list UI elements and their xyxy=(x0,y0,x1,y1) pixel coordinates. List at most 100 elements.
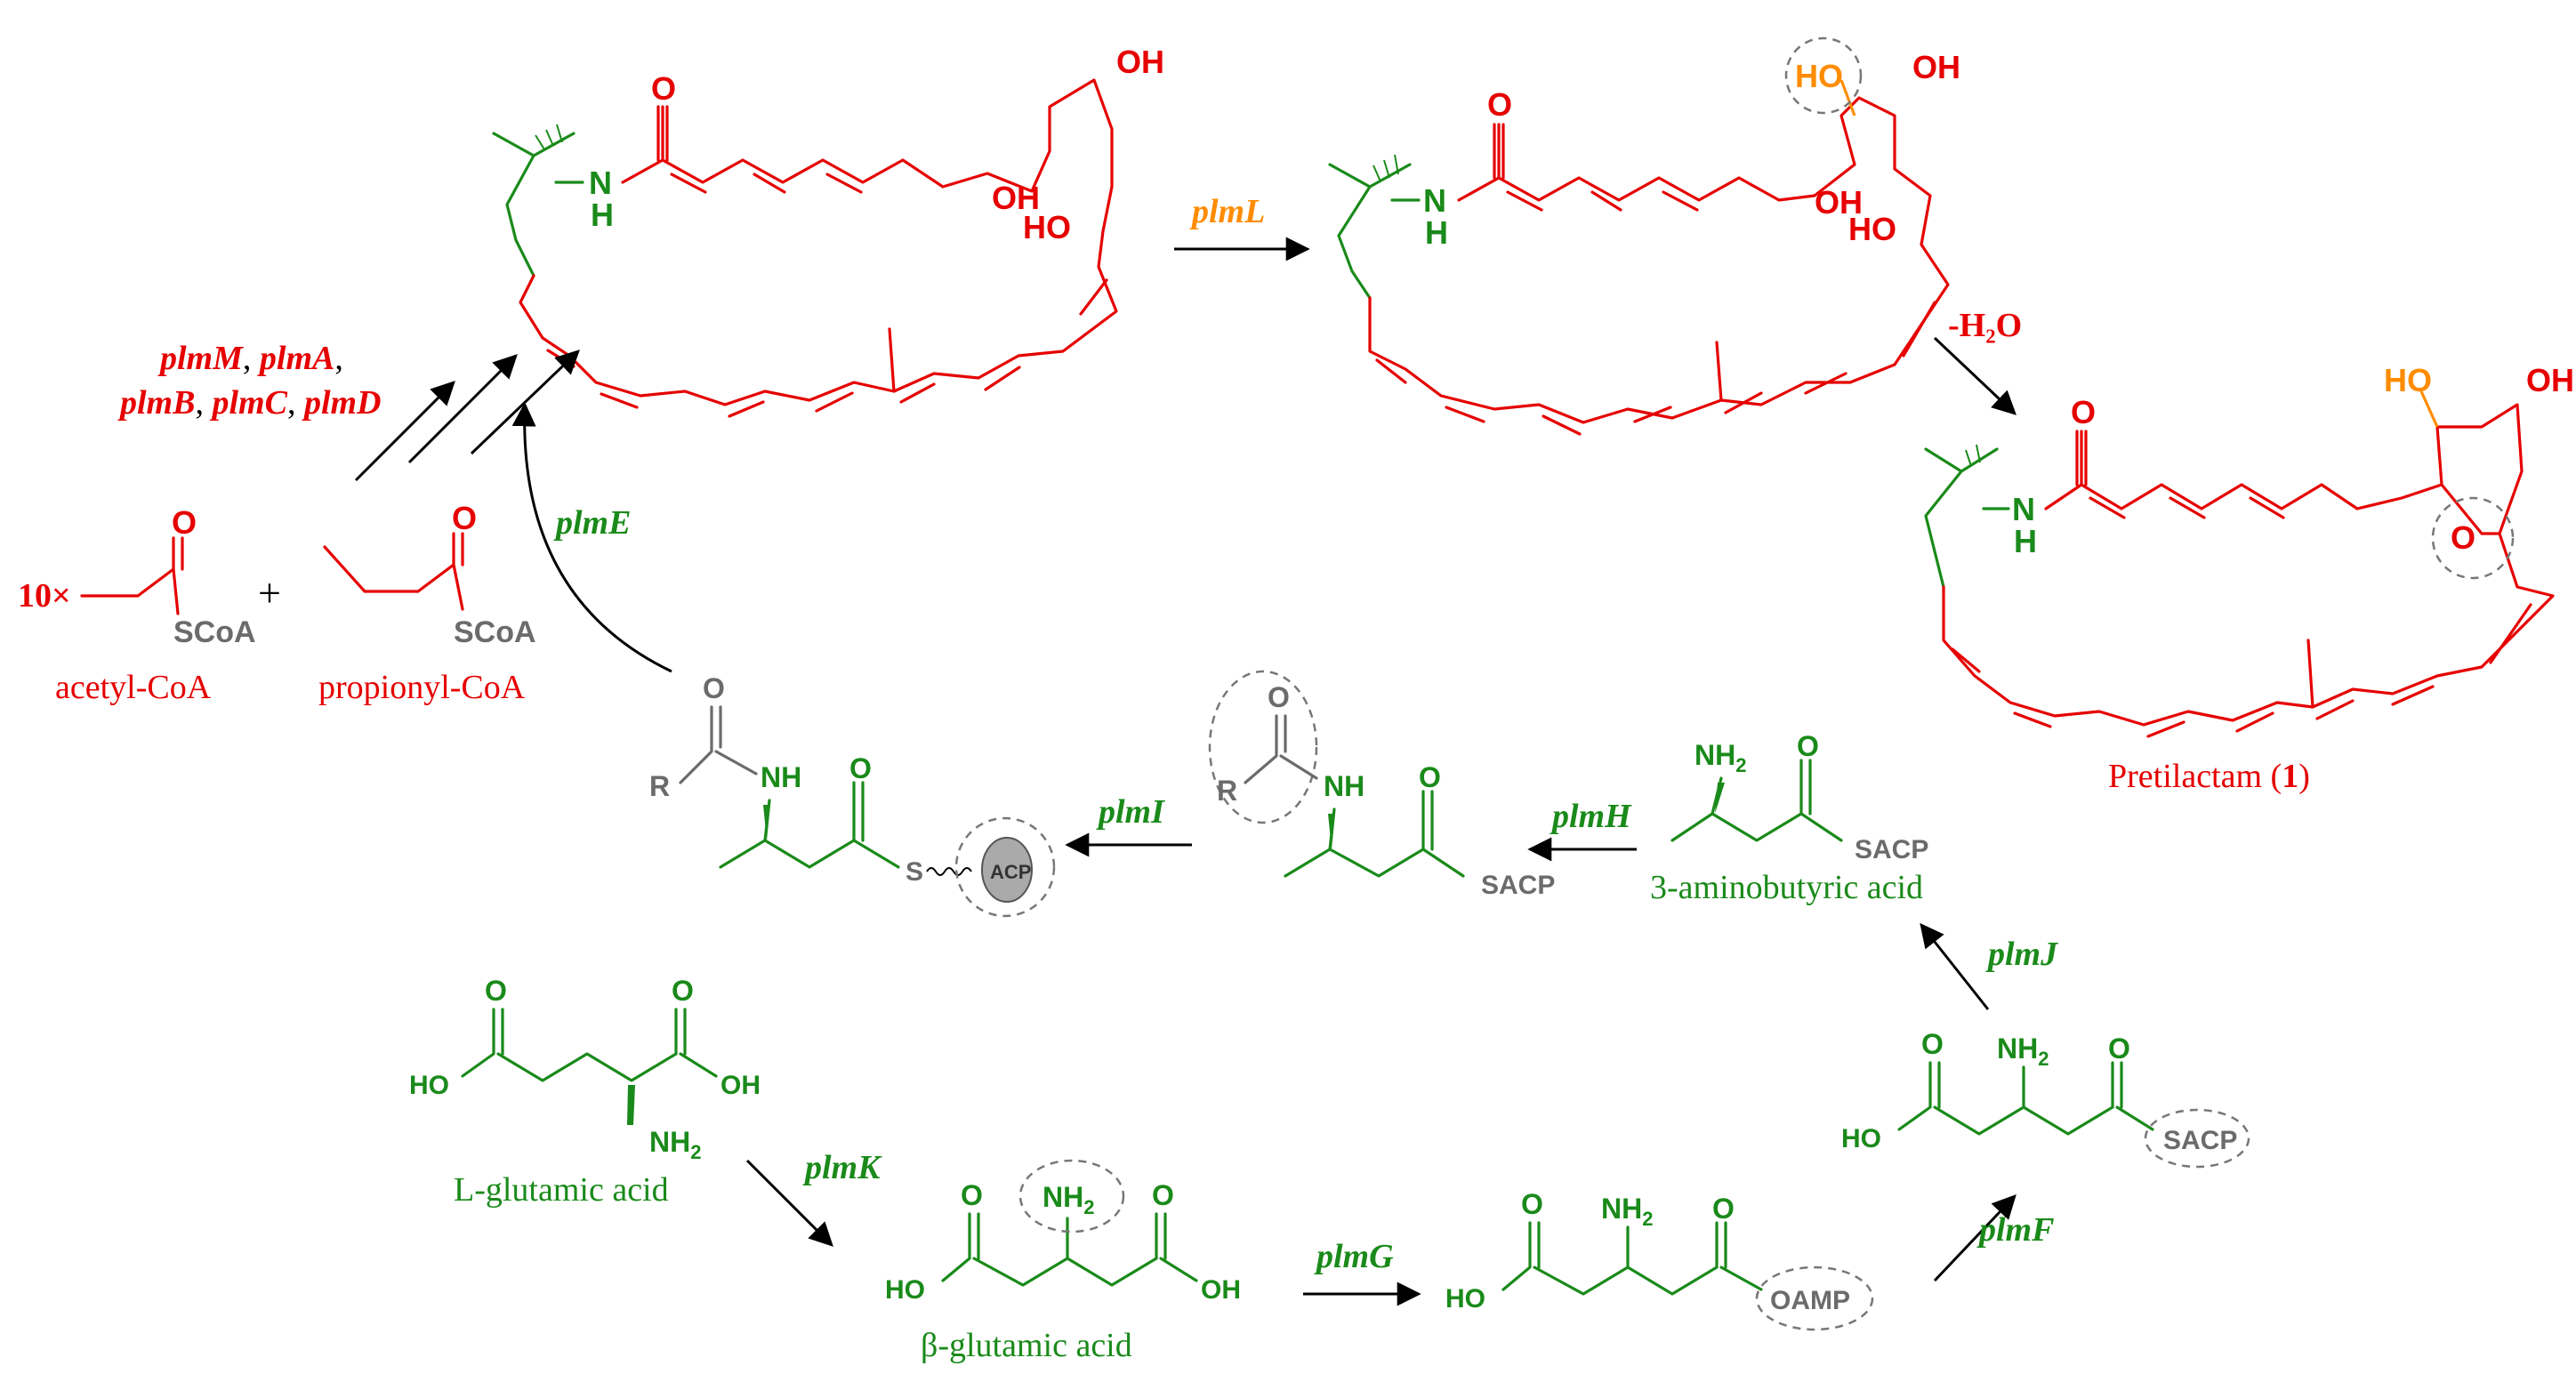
macrolactam-intermediate-1: N H O OH OH HO xyxy=(492,44,1164,418)
carbonyl-o-2: O xyxy=(1487,86,1512,123)
ho-lglu: HO xyxy=(409,1071,449,1100)
pretilactam-label: Pretilactam (1) xyxy=(2108,758,2310,795)
beta-glutamic-label: β-glutamic acid xyxy=(921,1327,1132,1364)
nh2-bg-sacp: NH2 xyxy=(1997,1033,2049,1070)
acetyl-scoa: SCoA xyxy=(173,615,256,649)
thioester-o-1: O xyxy=(849,752,872,784)
nh-label-1: N xyxy=(589,165,612,201)
acylated-aminobutyryl-sacp: O R NH O SACP xyxy=(1208,670,1555,900)
beta-glutamic-acid: O HO NH2 O OH β-glutamic acid xyxy=(885,1159,1241,1364)
ho-bglu: HO xyxy=(885,1275,925,1305)
pretilactam-structure: N H O HO OH O Pretilactam (1) xyxy=(1924,362,2574,795)
plmJ-step: plmJ xyxy=(1920,922,2058,1010)
oh-1b: OH xyxy=(992,180,1040,216)
beta-glutamyl-amp: O HO NH2 O OAMP xyxy=(1445,1188,1874,1331)
l-glutamic-label: L-glutamic acid xyxy=(454,1171,669,1209)
plmF-step: plmF xyxy=(1933,1194,2054,1282)
ho-1c: HO xyxy=(1023,209,1071,245)
enzyme-plmH: plmH xyxy=(1550,798,1632,835)
o-amp-2: O xyxy=(1712,1193,1735,1225)
o-bg-sacp-1: O xyxy=(1921,1028,1944,1060)
oh-2a: OH xyxy=(1912,49,1960,85)
macrolactam-intermediate-2: N H O HO OH OH HO xyxy=(1328,36,1960,436)
oh-1a: OH xyxy=(1116,44,1164,80)
acetyl-coa: 10× O SCoA acetyl-CoA xyxy=(18,504,256,706)
l-glutamic-acid: O HO NH2 O OH L-glutamic acid xyxy=(409,975,761,1209)
o-bglu-2: O xyxy=(1152,1179,1174,1211)
enzyme-plmF: plmF xyxy=(1976,1211,2054,1249)
sacp-ab: SACP xyxy=(1855,835,1928,864)
h-label-2: H xyxy=(1425,214,1448,251)
o-bg-sacp-2: O xyxy=(2108,1033,2130,1065)
sacp-2: SACP xyxy=(1481,871,1555,900)
pks-enzymes-line2: plmB, plmC, plmD xyxy=(117,384,382,422)
aminobutyryl-sacp: NH2 O SACP 3-aminobutyric acid xyxy=(1650,730,1928,906)
nh2-ab: NH2 xyxy=(1695,739,1746,776)
nh2-bglu: NH2 xyxy=(1042,1181,1094,1218)
plmI-step: plmI xyxy=(1065,793,1192,857)
enzyme-plmK: plmK xyxy=(802,1149,882,1186)
epoxide-o: O xyxy=(2451,519,2475,556)
oh-pretilactam: OH xyxy=(2526,362,2574,398)
pks-arrows: plmM, plmA, plmB, plmC, plmD xyxy=(117,340,580,482)
h-label-1: H xyxy=(591,197,614,233)
thio-s: S xyxy=(906,857,923,887)
acyl-o-label: O xyxy=(703,672,725,704)
nh-label-2: N xyxy=(1423,182,1446,219)
o-amp-1: O xyxy=(1521,1188,1543,1220)
enzyme-plmL: plmL xyxy=(1189,193,1265,230)
r-group-1: R xyxy=(649,770,670,802)
plmH-step: plmH xyxy=(1527,798,1637,862)
carbonyl-o-1: O xyxy=(651,70,676,107)
ab-o: O xyxy=(1797,730,1819,762)
amp-highlight-circle xyxy=(1755,1266,1874,1331)
sacp-bg: SACP xyxy=(2163,1126,2237,1155)
enzyme-plmJ: plmJ xyxy=(1985,936,2058,973)
ho-amp: HO xyxy=(1445,1284,1485,1314)
oh-orange-pretilactam: HO xyxy=(2384,362,2432,398)
propionyl-o: O xyxy=(452,500,477,536)
epoxide-highlight-circle xyxy=(2431,496,2515,580)
ho-2c: HO xyxy=(1848,211,1896,247)
enzyme-plmG: plmG xyxy=(1314,1238,1394,1275)
acyl-highlight-circle xyxy=(1208,670,1318,824)
aminobutyric-label: 3-aminobutyric acid xyxy=(1650,869,1923,906)
thioester-o-2: O xyxy=(1419,761,1441,793)
ho-bg-sacp: HO xyxy=(1841,1124,1881,1153)
nh2-amp: NH2 xyxy=(1601,1193,1653,1230)
enzyme-plmI: plmI xyxy=(1096,793,1165,831)
o-lglu-1: O xyxy=(485,975,507,1007)
propionyl-scoa: SCoA xyxy=(454,615,536,649)
acetyl-coa-label: acetyl-CoA xyxy=(55,669,212,706)
plmL-step: plmL xyxy=(1174,193,1310,261)
acetyl-o: O xyxy=(172,504,197,541)
enzyme-plmE: plmE xyxy=(553,504,631,542)
oh-bglu: OH xyxy=(1201,1275,1241,1305)
dehydration-step: -H₂O xyxy=(1933,307,2022,415)
o-bglu-1: O xyxy=(961,1179,983,1211)
propionyl-coa-label: propionyl-CoA xyxy=(318,669,526,706)
nh2-lglu: NH2 xyxy=(649,1126,701,1163)
oh-lglu: OH xyxy=(720,1071,761,1100)
nh-acyl-2: NH xyxy=(1324,770,1364,802)
h-label-3: H xyxy=(2014,523,2037,559)
amine-highlight-circle xyxy=(1018,1159,1125,1233)
propionyl-coa: O SCoA propionyl-CoA xyxy=(318,500,536,706)
plus-sign: + xyxy=(258,570,281,615)
hydroxyl-highlight-circle xyxy=(1784,36,1863,115)
sacp-highlight-circle xyxy=(2144,1108,2250,1169)
nh-acyl-1: NH xyxy=(761,761,801,793)
plmE-step: plmE xyxy=(511,402,672,673)
plmK-step: plmK xyxy=(745,1149,882,1247)
water-loss-label: -H₂O xyxy=(1948,307,2022,344)
oh-2b: OH xyxy=(1815,184,1863,221)
ho-new-hydroxyl: HO xyxy=(1795,58,1843,94)
multiplier-10x: 10× xyxy=(18,577,71,615)
carbonyl-o-3: O xyxy=(2071,394,2096,430)
r-group-2: R xyxy=(1217,775,1237,807)
acyl-o-label-2: O xyxy=(1268,681,1290,713)
acylated-aminobutyryl-acp: O R NH O S ACP xyxy=(649,672,1056,918)
acp-label: ACP xyxy=(990,861,1031,883)
oamp-label: OAMP xyxy=(1770,1286,1850,1315)
